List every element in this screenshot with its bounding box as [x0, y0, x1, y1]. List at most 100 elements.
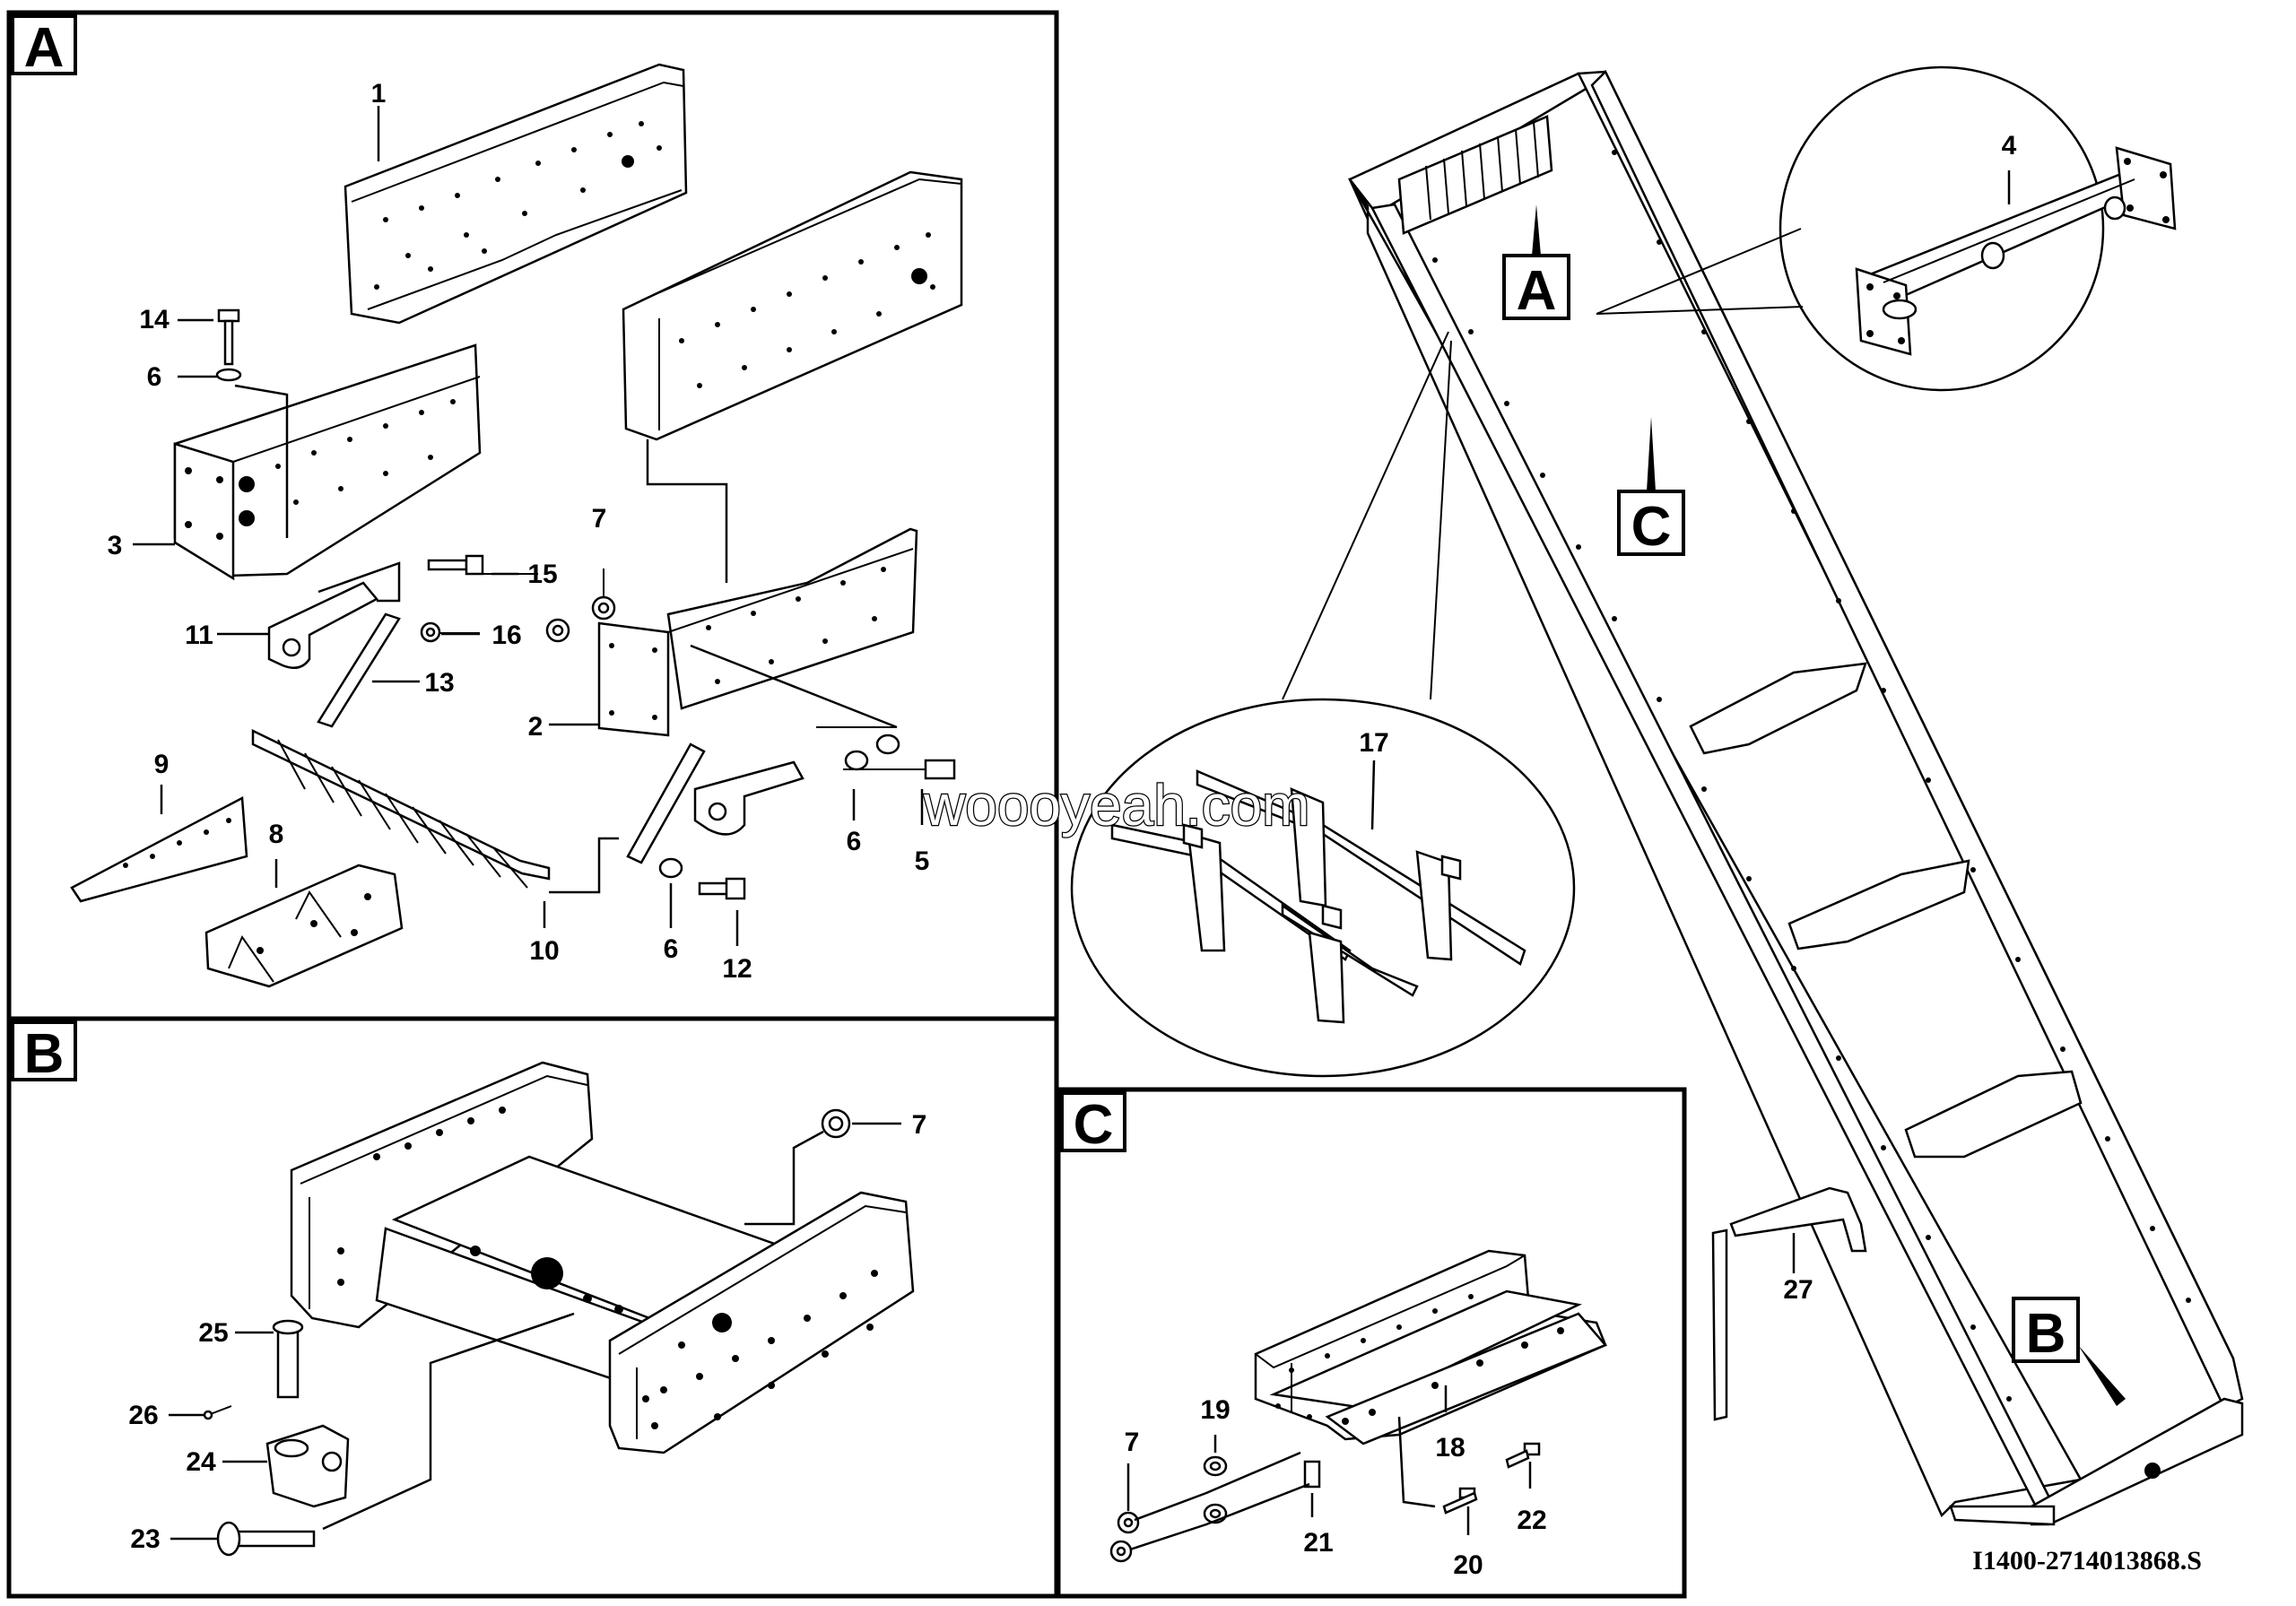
part-24-yoke [265, 1424, 350, 1508]
label-24: 24 [186, 1447, 216, 1477]
label-27: 27 [1783, 1275, 1813, 1305]
label-25: 25 [198, 1318, 228, 1348]
part-3-front-box [173, 343, 482, 581]
part-9-holes [123, 818, 231, 868]
part-1-holes [374, 121, 662, 290]
watermark: woooyeah.com [923, 773, 1309, 838]
part-9-bracket [70, 796, 248, 903]
section-c-letter: C [1074, 1094, 1114, 1156]
part-20-bolt [1442, 1487, 1478, 1515]
callout-b-letter: B [2026, 1303, 2066, 1365]
label-21: 21 [1303, 1528, 1333, 1558]
part-8-bracket [204, 864, 404, 988]
part-4-holes [1866, 158, 2170, 344]
label-15: 15 [527, 560, 557, 589]
label-7-a: 7 [592, 504, 607, 534]
part-22-bolt [1505, 1442, 1541, 1469]
label-12: 12 [722, 954, 752, 984]
callout-c: C [1617, 417, 1685, 558]
label-23: 23 [130, 1524, 160, 1554]
label-26: 26 [128, 1401, 158, 1430]
part-18-crossmember [1254, 1249, 1608, 1445]
section-a-panel: A [6, 10, 1059, 1021]
part-3-holes [185, 399, 456, 540]
label-7-b: 7 [912, 1110, 927, 1140]
part-10-fingers [277, 739, 528, 889]
main-chassis-frame [1348, 69, 2244, 1526]
part-16-nut [420, 621, 480, 643]
part-2-rear-rail [597, 527, 918, 737]
part-6-washers [658, 644, 900, 879]
callout-a-letter: A [1517, 260, 1557, 322]
label-7-c: 7 [1125, 1428, 1140, 1457]
section-b-panel: B [6, 1016, 1059, 1599]
section-a-leaders [133, 106, 924, 946]
detail-circle-4: 4 [1596, 65, 2177, 392]
side-member-upper [622, 170, 963, 583]
part-11-hook [267, 561, 401, 670]
label-22: 22 [1517, 1506, 1546, 1535]
label-9: 9 [154, 750, 170, 779]
callout-b: B [2012, 1297, 2126, 1406]
detail-ellipse-17: 17 [1070, 331, 1576, 1078]
section-c-tag [1060, 1091, 1126, 1152]
section-c-panel: C [1056, 1087, 1687, 1599]
part-6-washer [215, 368, 242, 382]
section-c-leaders [1126, 1385, 1532, 1535]
part-27-tool: 27 [1711, 1186, 1867, 1421]
section-b-tag [11, 1020, 77, 1081]
label-18: 18 [1435, 1433, 1465, 1463]
part-14-bolt [215, 308, 289, 538]
part-4-crossbar [1855, 146, 2177, 356]
part-25-pin [272, 1319, 304, 1399]
part-10-finger-bar [251, 729, 619, 894]
label-16: 16 [491, 621, 521, 650]
part-18-holes [1275, 1294, 1564, 1425]
label-20: 20 [1453, 1550, 1483, 1580]
part-2-holes [609, 567, 886, 720]
label-17: 17 [1359, 728, 1388, 758]
section-c-frame [1056, 1087, 1687, 1599]
part-7-nuts-c [1109, 1416, 1436, 1563]
label-5: 5 [915, 846, 930, 876]
part-19-washers [1203, 1455, 1228, 1524]
cross-member-2 [1787, 859, 1970, 951]
part-13-bar [317, 612, 401, 728]
part-23-bolt [216, 1312, 575, 1557]
label-10: 10 [529, 936, 559, 966]
callout-c-letter: C [1631, 496, 1672, 558]
label-19: 19 [1200, 1395, 1230, 1425]
label-8: 8 [269, 820, 284, 849]
part-7-nuts [545, 569, 616, 643]
part-12-bolt [698, 877, 746, 900]
section-a-tag [11, 14, 77, 75]
main-frame-holes [1432, 150, 2191, 1479]
label-3: 3 [108, 531, 123, 560]
side-member-holes [679, 232, 935, 388]
part-15-bolt [427, 554, 538, 576]
drawing-number: I1400-2714013868.S [1972, 1546, 2202, 1576]
part-17-brackets [1110, 769, 1526, 1024]
part-21-plate [1303, 1460, 1321, 1489]
rear-frame-assembly [290, 1061, 915, 1454]
section-b-letter: B [24, 1023, 65, 1085]
section-a-letter: A [24, 17, 65, 79]
label-11: 11 [185, 621, 213, 650]
label-2: 2 [528, 712, 544, 742]
part-8-holes [257, 893, 371, 954]
label-13: 13 [424, 668, 454, 698]
part-7-nut-b [744, 1108, 901, 1226]
label-6-right: 6 [847, 827, 862, 856]
label-6-bottom: 6 [664, 934, 679, 964]
cross-member-3 [1904, 1070, 2083, 1159]
lower-hook-assembly [626, 742, 804, 864]
label-14: 14 [139, 305, 170, 334]
label-6-top: 6 [147, 362, 162, 392]
label-4: 4 [2002, 131, 2017, 161]
rear-frame-holes [337, 1107, 878, 1429]
cross-member-1 [1689, 662, 1867, 755]
front-grid [1397, 115, 1553, 235]
callout-a: A [1502, 204, 1570, 322]
